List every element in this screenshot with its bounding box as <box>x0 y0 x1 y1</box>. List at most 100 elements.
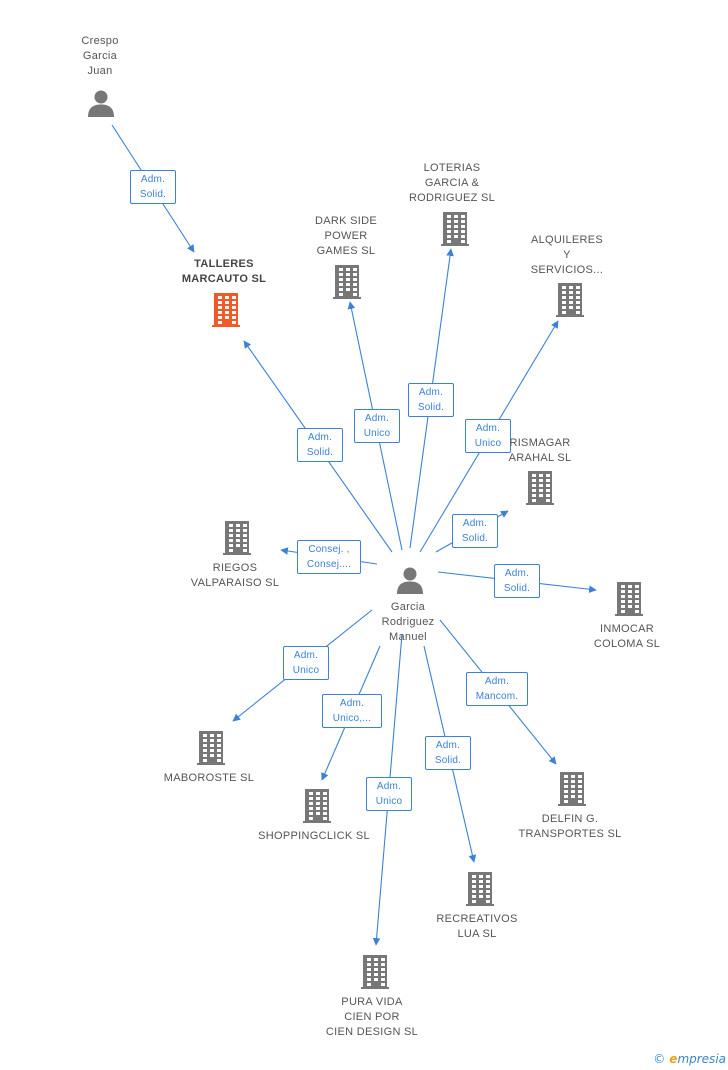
label-puravida[interactable]: PURA VIDA CIEN POR CIEN DESIGN SL <box>326 995 418 1040</box>
label-line: ALQUILERES <box>530 234 604 246</box>
building-icon-maboroste[interactable] <box>197 731 225 765</box>
label-line: MABOROSTE SL <box>163 772 255 784</box>
building-icon-riegos[interactable] <box>223 521 251 555</box>
role-tag-rismagar[interactable]: Adm. Solid. <box>452 514 498 548</box>
role-tag-line: Unico <box>363 428 391 439</box>
role-tag-line: Solid. <box>461 533 489 544</box>
person-icon-crespo[interactable] <box>87 89 115 117</box>
label-alquileres[interactable]: ALQUILERES Y SERVICIOS... <box>531 233 603 278</box>
label-line: Garcia <box>390 601 426 613</box>
building-icon-puravida[interactable] <box>361 955 389 989</box>
role-tag-line: Adm. <box>435 740 461 751</box>
label-line: INMOCAR <box>599 623 655 635</box>
label-line: GARCIA & <box>424 177 480 189</box>
label-talleres[interactable]: TALLERES MARCAUTO SL <box>182 257 266 287</box>
role-tag-line: Consej.... <box>306 559 352 570</box>
brand-initial: e <box>669 1052 678 1066</box>
role-tag-maboroste[interactable]: Adm. Unico <box>283 646 329 680</box>
building-icon-darkside[interactable] <box>333 265 361 299</box>
label-line: LUA SL <box>457 928 497 940</box>
role-tag-line: Adm. <box>484 676 510 687</box>
label-line: MARCAUTO SL <box>181 273 267 285</box>
role-tag-inmocar[interactable]: Adm. Solid. <box>494 564 540 598</box>
label-line: VALPARAISO SL <box>190 577 280 589</box>
role-tag-line: Adm. <box>364 413 390 424</box>
role-tag-line: Adm. <box>376 781 402 792</box>
building-icon-inmocar[interactable] <box>615 582 643 616</box>
copyright-symbol: © <box>653 1052 666 1066</box>
label-line: POWER <box>324 230 368 242</box>
role-tag-line: Unico <box>375 796 403 807</box>
role-tag-talleres[interactable]: Adm. Solid. <box>130 170 176 204</box>
role-tag-line: Adm. <box>418 387 444 398</box>
label-recreativos[interactable]: RECREATIVOS LUA SL <box>436 912 517 942</box>
label-line: Manuel <box>389 631 427 643</box>
role-tag-line: Adm. <box>462 518 488 529</box>
label-line: COLOMA SL <box>593 638 661 650</box>
label-line: PURA VIDA <box>341 996 403 1008</box>
label-shoppingclick[interactable]: SHOPPINGCLICK SL <box>258 829 370 844</box>
role-tag-line: Adm. <box>140 174 166 185</box>
person-icon-garcia[interactable] <box>396 566 424 594</box>
label-maboroste[interactable]: MABOROSTE SL <box>164 771 254 786</box>
label-line: RIEGOS <box>212 562 258 574</box>
role-tag-line: Consej. , <box>308 544 350 555</box>
label-line: GAMES SL <box>316 245 376 257</box>
label-riegos[interactable]: RIEGOS VALPARAISO SL <box>191 561 279 591</box>
role-tag-line: Solid. <box>503 583 531 594</box>
label-line: SERVICIOS... <box>530 264 604 276</box>
role-tag-shoppingclick[interactable]: Adm.Unico,... <box>322 694 382 728</box>
brand-name: mpresia <box>677 1052 726 1066</box>
role-tag-line: Adm. <box>339 698 365 709</box>
label-line: SHOPPINGCLICK SL <box>258 830 370 842</box>
label-line: Y <box>563 249 571 261</box>
role-tag-line: Solid. <box>139 189 167 200</box>
role-tag-line: Adm. <box>293 650 319 661</box>
role-tag-talleres[interactable]: Adm.Solid. <box>297 428 343 462</box>
role-tag-line: Adm. <box>475 423 501 434</box>
building-icon-recreativos[interactable] <box>466 872 494 906</box>
building-icon-talleres[interactable] <box>212 293 240 327</box>
label-line: TALLERES <box>194 258 254 270</box>
label-delfin[interactable]: DELFIN G. TRANSPORTES SL <box>518 812 621 842</box>
label-line: CIEN DESIGN SL <box>325 1026 419 1038</box>
role-tag-alquileres[interactable]: Adm.Unico <box>465 419 511 453</box>
label-inmocar[interactable]: INMOCAR COLOMA SL <box>594 622 660 652</box>
label-line: CIEN POR <box>344 1011 400 1023</box>
empresia-logo[interactable]: ©empresia <box>653 1052 726 1066</box>
label-line: RISMAGAR <box>509 437 571 449</box>
label-rismagar[interactable]: RISMAGAR ARAHAL SL <box>509 436 572 466</box>
label-line: RECREATIVOS <box>436 913 518 925</box>
label-line: LOTERIAS <box>423 162 481 174</box>
building-icon-rismagar[interactable] <box>526 471 554 505</box>
label-line: Juan <box>87 65 113 77</box>
building-icon-loterias[interactable] <box>441 212 469 246</box>
role-tag-puravida[interactable]: Adm. Unico <box>366 777 412 811</box>
label-line: ARAHAL SL <box>508 452 572 464</box>
role-tag-riegos[interactable]: Consej. , Consej.... <box>297 540 361 574</box>
building-icon-shoppingclick[interactable] <box>303 789 331 823</box>
role-tag-line: Unico <box>292 665 320 676</box>
role-tag-loterias[interactable]: Adm. Solid. <box>408 383 454 417</box>
role-tag-delfin[interactable]: Adm. Mancom. <box>466 672 528 706</box>
label-line: Rodriguez <box>381 616 435 628</box>
role-tag-recreativos[interactable]: Adm. Solid. <box>425 736 471 770</box>
role-tag-line: Mancom. <box>475 691 519 702</box>
label-line: DARK SIDE <box>315 215 377 227</box>
label-line: RODRIGUEZ SL <box>408 192 496 204</box>
building-icon-alquileres[interactable] <box>556 283 584 317</box>
label-line: Crespo <box>81 35 119 47</box>
building-icon-delfin[interactable] <box>558 772 586 806</box>
label-line: DELFIN G. <box>541 813 599 825</box>
label-line: TRANSPORTES SL <box>518 828 622 840</box>
label-darkside[interactable]: DARK SIDE POWER GAMES SL <box>315 214 377 259</box>
role-tag-line: Solid. <box>417 402 445 413</box>
label-line: Garcia <box>82 50 118 62</box>
role-tag-line: Solid. <box>434 755 462 766</box>
role-tag-darkside[interactable]: Adm. Unico <box>354 409 400 443</box>
label-loterias[interactable]: LOTERIAS GARCIA & RODRIGUEZ SL <box>409 161 495 206</box>
role-tag-line: Adm. <box>504 568 530 579</box>
